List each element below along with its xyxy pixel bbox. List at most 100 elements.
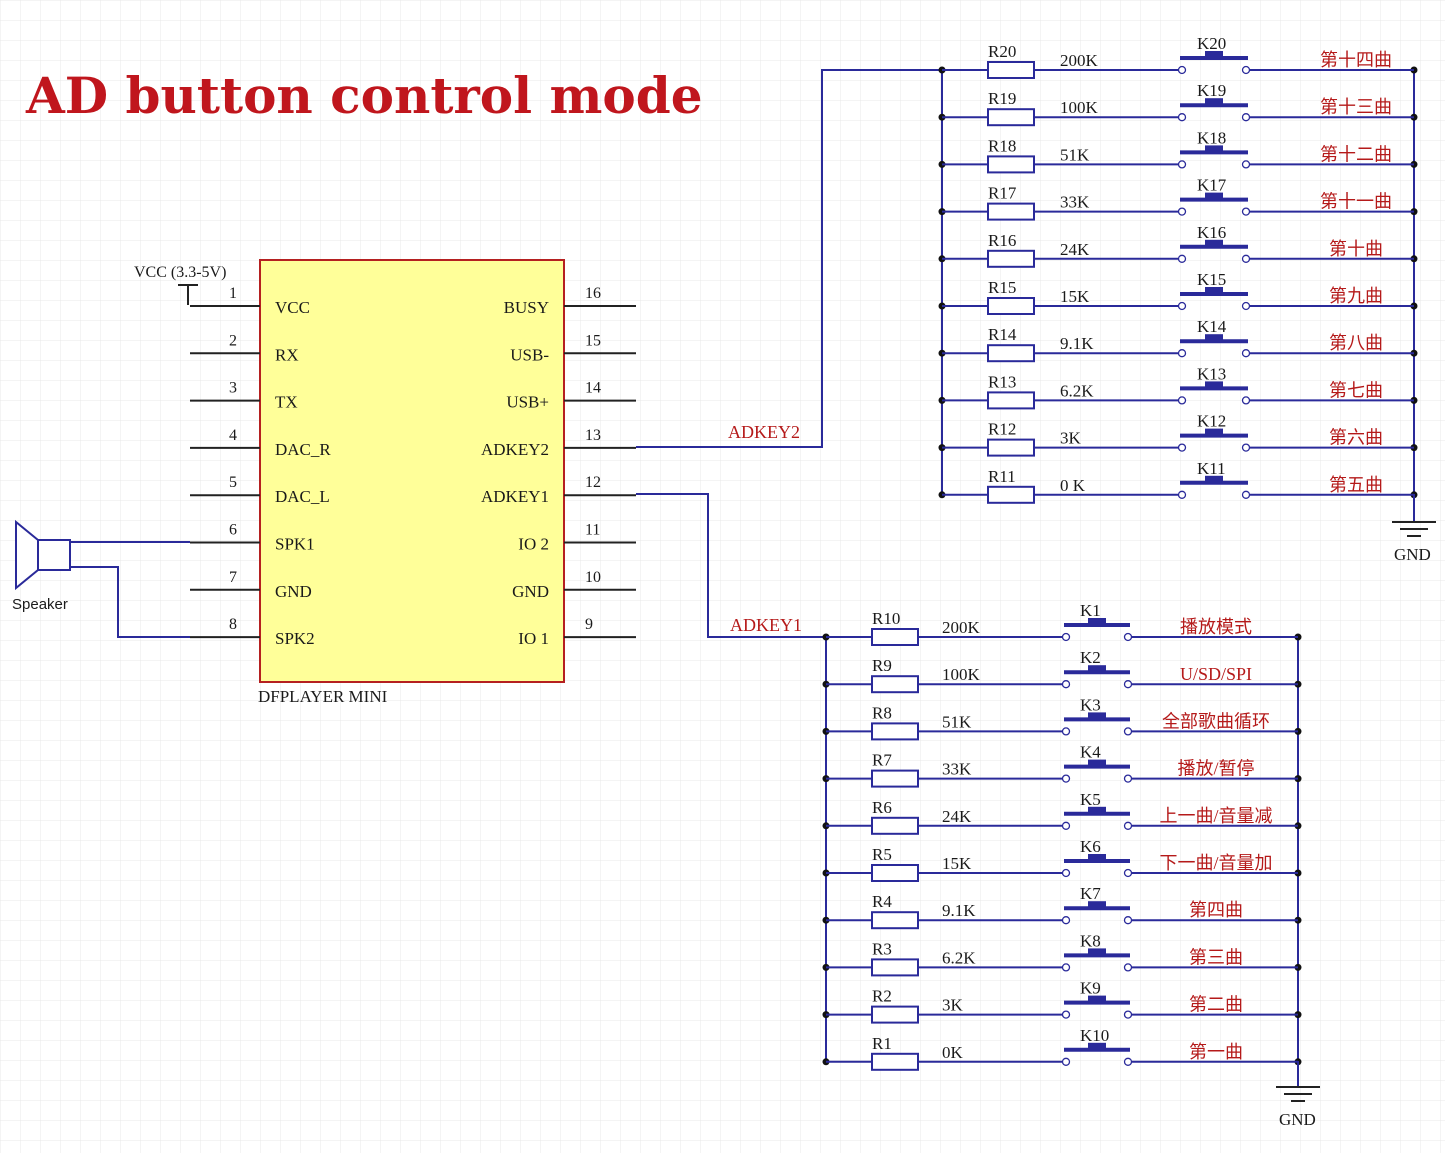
resistor-ref: R8: [872, 703, 892, 722]
resistor-value: 51K: [942, 712, 972, 731]
switch-ref: K2: [1080, 648, 1101, 667]
push-button-cap: [1088, 995, 1106, 1002]
resistor: [871, 816, 919, 835]
pin-name: GND: [275, 582, 312, 601]
gnd-label-top: GND: [1394, 545, 1431, 564]
pin-name: SPK1: [275, 535, 315, 554]
button-function-label: U/SD/SPI: [1180, 664, 1252, 684]
resistor: [871, 1052, 919, 1071]
button-function-label: 第七曲: [1329, 380, 1383, 400]
switch-ref: K14: [1197, 317, 1227, 336]
switch-ref: K6: [1080, 837, 1101, 856]
pin-name: USB+: [506, 393, 549, 412]
resistor: [871, 958, 919, 977]
switch-terminal: [1061, 963, 1071, 972]
switch-terminal: [1123, 1057, 1133, 1066]
resistor: [987, 485, 1035, 504]
push-button-cap: [1088, 806, 1106, 813]
resistor-value: 0 K: [1060, 476, 1086, 495]
resistor-value: 9.1K: [942, 901, 976, 920]
resistor-value: 200K: [942, 618, 981, 637]
button-function-label: 上一曲/音量减: [1159, 806, 1272, 826]
pin-number: 8: [229, 616, 237, 633]
push-button-cap: [1088, 854, 1106, 860]
pin-number: 5: [229, 474, 237, 491]
pin-name: SPK2: [275, 629, 315, 648]
push-button-cap: [1088, 759, 1106, 766]
button-function-label: 第四曲: [1189, 900, 1243, 920]
gnd-symbol-top: [1392, 494, 1436, 537]
push-button-cap: [1088, 1042, 1106, 1049]
switch-ref: K7: [1080, 884, 1101, 903]
switch-terminal: [1123, 868, 1133, 878]
switch-terminal: [1061, 1010, 1071, 1019]
push-button-cap: [1205, 51, 1223, 57]
switch-terminal: [1123, 916, 1133, 925]
push-button-cap: [1205, 239, 1223, 246]
push-button-cap: [1088, 901, 1106, 908]
switch-terminal: [1123, 963, 1133, 972]
resistor: [987, 155, 1035, 174]
dfplayer-chip: [259, 259, 565, 683]
gnd-label-bottom: GND: [1279, 1110, 1316, 1129]
switch-terminal: [1177, 349, 1187, 358]
button-function-label: 第八曲: [1329, 333, 1383, 353]
push-button-cap: [1205, 145, 1223, 152]
resistor: [987, 297, 1035, 315]
switch-ref: K20: [1197, 34, 1226, 53]
button-function-label: 第五曲: [1329, 475, 1383, 495]
resistor: [871, 722, 919, 741]
resistor: [987, 249, 1035, 268]
resistor: [987, 202, 1035, 221]
vcc-label: VCC (3.3-5V): [134, 264, 226, 281]
pin-name: BUSY: [504, 298, 549, 317]
push-button-cap: [1205, 98, 1223, 105]
resistor-ref: R9: [872, 656, 892, 675]
resistor-ref: R1: [872, 1034, 892, 1053]
resistor-value: 51K: [1060, 145, 1090, 164]
adkey2-net-label: ADKEY2: [728, 422, 800, 442]
resistor: [871, 911, 919, 930]
switch-terminal: [1061, 916, 1071, 925]
resistor-ref: R3: [872, 939, 892, 958]
switch-terminal: [1123, 632, 1133, 642]
adkey1-net-label: ADKEY1: [730, 615, 802, 635]
resistor: [987, 108, 1035, 127]
button-function-label: 下一曲/音量加: [1159, 853, 1272, 873]
push-button-cap: [1088, 948, 1106, 955]
resistor-value: 100K: [1060, 98, 1099, 117]
push-button-cap: [1088, 618, 1106, 624]
push-button-cap: [1205, 475, 1223, 482]
speaker-wire-spk2: [70, 566, 190, 638]
page-title: AD button control mode: [25, 66, 703, 125]
resistor-value: 6.2K: [1060, 381, 1094, 400]
switch-ref: K19: [1197, 81, 1226, 100]
resistor-ref: R15: [988, 278, 1016, 297]
resistor-value: 15K: [942, 854, 972, 873]
button-function-label: 第三曲: [1189, 947, 1243, 967]
switch-terminal: [1061, 821, 1071, 830]
pin-name: TX: [275, 393, 298, 412]
pin-number: 13: [585, 427, 601, 444]
button-function-label: 第十曲: [1329, 239, 1383, 259]
pin-name: IO 1: [518, 629, 549, 648]
speaker-label: Speaker: [12, 596, 68, 613]
switch-ref: K12: [1197, 412, 1226, 431]
adkey1-wire: [636, 493, 826, 638]
switch-terminal: [1177, 113, 1187, 122]
push-button-cap: [1088, 665, 1106, 672]
pin-name: DAC_R: [275, 440, 331, 459]
resistor-ref: R5: [872, 845, 892, 864]
push-button-cap: [1205, 334, 1223, 341]
pin-number: 11: [585, 522, 600, 539]
resistor-ref: R12: [988, 420, 1016, 439]
resistor-ref: R16: [988, 231, 1016, 250]
switch-terminal: [1241, 207, 1251, 216]
pin-number: 14: [585, 380, 601, 397]
resistor: [987, 344, 1035, 363]
switch-terminal: [1061, 727, 1071, 736]
